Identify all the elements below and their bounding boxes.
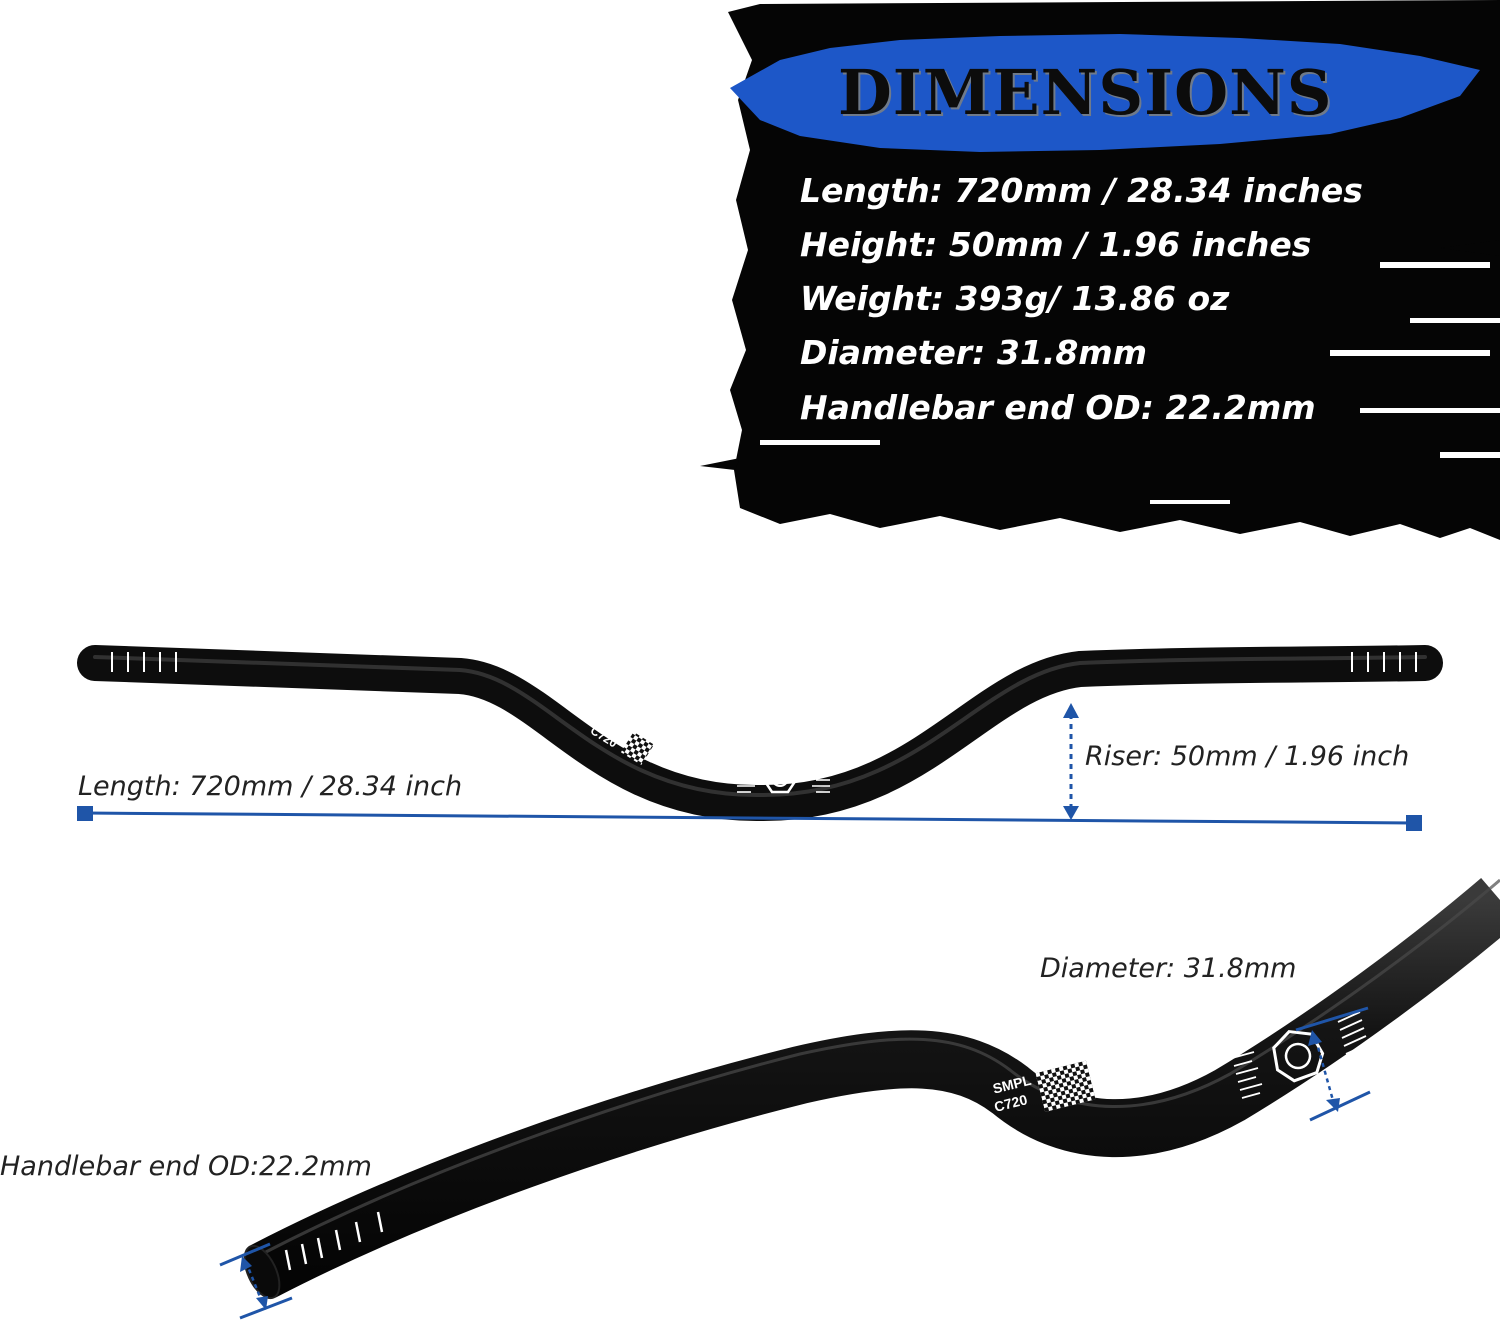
clamp-marks [737,761,830,793]
clamp-marks-angled [1231,1011,1369,1099]
grip-marks-left [111,652,177,672]
spec-diameter: Diameter: 31.8mm [800,333,1148,372]
riser-dimension-arrow [1063,703,1079,820]
handlebar-front-view: SMPL C720 [77,645,1443,822]
angled-model-text: C720 [993,1091,1030,1115]
grip-marks-right [1351,652,1417,672]
end-od-dimension-arrow [219,1242,293,1320]
checkered-flag-icon [620,731,654,765]
specs-title: DIMENSIONS [838,56,1333,129]
riser-label: Riser: 50mm / 1.96 inch [1085,741,1410,772]
length-label: Length: 720mm / 28.34 inch [78,771,463,802]
grip-marks-angled [284,1211,384,1271]
emblem-icon [762,758,798,794]
specs-title-brush [730,34,1480,152]
diameter-dimension-arrow [1295,1006,1371,1122]
length-dimension-line [77,806,1422,831]
spec-end-od: Handlebar end OD: 22.2mm [800,388,1316,427]
handlebar-angled-view: SMPL C720 [243,877,1500,1300]
spec-length: Length: 720mm / 28.34 inches [800,171,1363,210]
checkered-flag-icon [1035,1060,1096,1112]
spec-height: Height: 50mm / 1.96 inches [800,225,1312,264]
end-od-label: Handlebar end OD:22.2mm [0,1151,372,1182]
spec-weight: Weight: 393g/ 13.86 oz [800,279,1230,318]
diameter-label: Diameter: 31.8mm [1040,953,1297,984]
